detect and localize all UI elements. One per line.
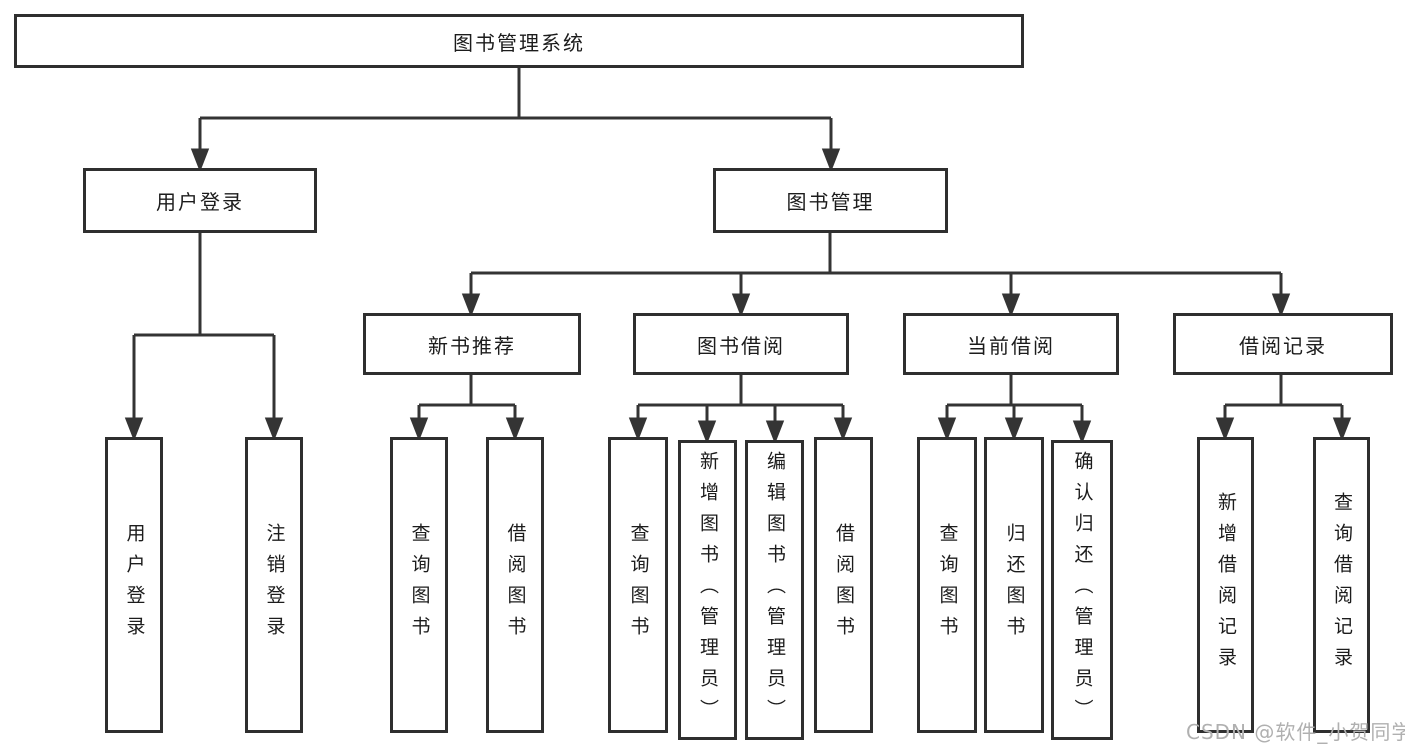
- leaf-logout: 注销登录: [245, 437, 303, 733]
- node-label: 归还图书: [1003, 523, 1026, 647]
- node-label: 查询图书: [408, 523, 431, 647]
- node-label: 确认归还（管理员）: [1071, 450, 1094, 730]
- leaf-query-books: 查询图书: [390, 437, 448, 733]
- node-book-borrowing: 图书借阅: [633, 313, 849, 375]
- node-current-borrowing: 当前借阅: [903, 313, 1119, 375]
- connector-root-to-level2: [190, 68, 841, 173]
- leaf-return-books: 归还图书: [984, 437, 1044, 733]
- node-borrowing-records: 借阅记录: [1173, 313, 1393, 375]
- node-new-book-recommend: 新书推荐: [363, 313, 581, 375]
- node-label: 借阅记录: [1239, 333, 1327, 358]
- node-label: 新书推荐: [428, 333, 516, 358]
- leaf-borrow-books: 借阅图书: [814, 437, 873, 733]
- node-label: 新增借阅记录: [1215, 492, 1237, 678]
- node-label: 借阅图书: [504, 523, 527, 647]
- node-label: 图书管理: [786, 190, 875, 214]
- connector-borrow-records-children: [1215, 375, 1352, 442]
- leaf-add-books-admin: 新增图书（管理员）: [678, 440, 737, 740]
- node-label: 图书管理系统: [453, 30, 585, 55]
- leaf-query-books: 查询图书: [917, 437, 977, 733]
- node-label: 编辑图书（管理员）: [764, 450, 786, 730]
- leaf-query-borrow-record: 查询借阅记录: [1313, 437, 1370, 733]
- node-label: 查询图书: [936, 523, 959, 647]
- node-label: 注销登录: [263, 523, 286, 647]
- csdn-watermark: CSDN @软件_小贺同学: [1186, 720, 1405, 744]
- connector-book-mgmt-children: [461, 233, 1291, 318]
- node-label: 用户登录: [123, 523, 146, 647]
- connector-user-login-children: [124, 233, 284, 442]
- node-label: 借阅图书: [833, 523, 855, 647]
- node-label: 查询图书: [627, 523, 650, 647]
- leaf-borrow-books: 借阅图书: [486, 437, 544, 733]
- node-root-library-system: 图书管理系统: [14, 14, 1024, 68]
- node-label: 图书借阅: [697, 333, 785, 358]
- connector-new-books-children: [409, 375, 525, 442]
- leaf-query-books: 查询图书: [608, 437, 668, 733]
- leaf-edit-books-admin: 编辑图书（管理员）: [745, 440, 804, 740]
- node-label: 新增图书（管理员）: [697, 450, 719, 730]
- connector-book-borrow-children: [628, 375, 853, 445]
- node-user-login: 用户登录: [83, 168, 317, 233]
- leaf-confirm-return-admin: 确认归还（管理员）: [1051, 440, 1113, 740]
- node-book-management: 图书管理: [713, 168, 948, 233]
- leaf-add-borrow-record: 新增借阅记录: [1197, 437, 1254, 733]
- leaf-user-login: 用户登录: [105, 437, 163, 733]
- node-label: 查询借阅记录: [1331, 492, 1353, 678]
- node-label: 用户登录: [156, 190, 244, 214]
- connector-current-borrow-children: [937, 375, 1092, 445]
- node-label: 当前借阅: [967, 333, 1055, 358]
